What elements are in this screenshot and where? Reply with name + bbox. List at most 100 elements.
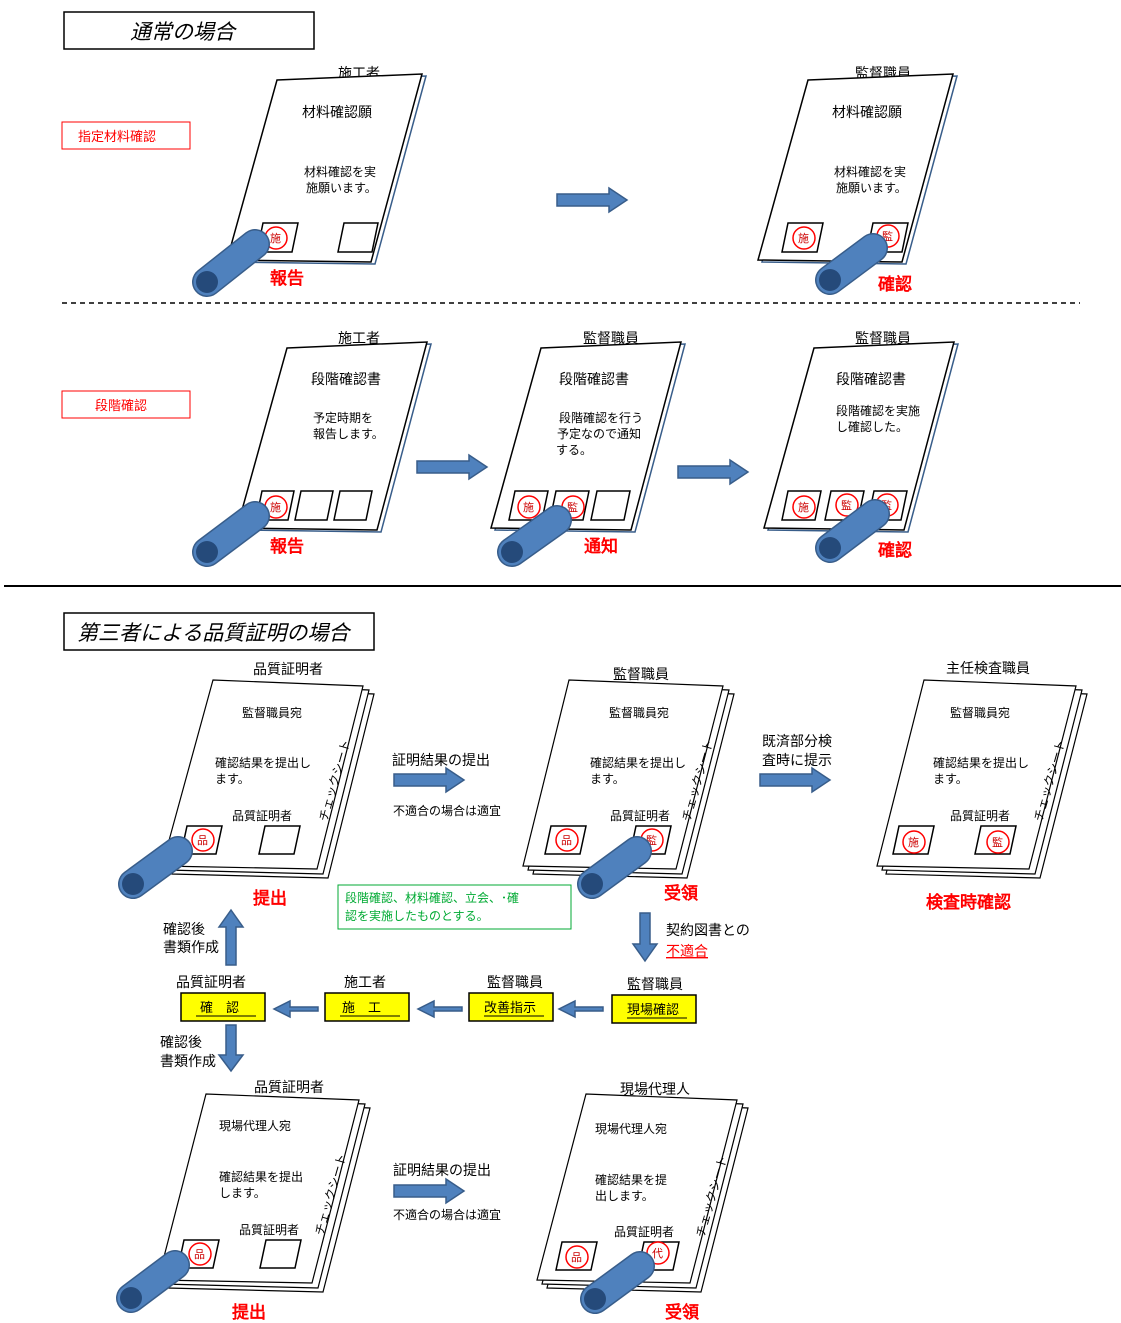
svg-text:ます。: ます。 [933, 772, 968, 786]
svg-text:証明結果の提出: 証明結果の提出 [393, 1163, 491, 1179]
material-doc-supervisor: 監督職員 材料確認願 材料確認を実 施願います。 施 監 確認 [757, 65, 958, 295]
svg-text:施願います。: 施願います。 [306, 181, 377, 195]
svg-text:します。: します。 [219, 1186, 266, 1200]
svg-text:予定なので通知: 予定なので通知 [557, 426, 641, 441]
action-inspection-confirm: 検査時確認 [926, 892, 1011, 913]
svg-text:施 工: 施 工 [342, 1001, 381, 1016]
role-supervisor: 監督職員 [487, 974, 543, 991]
stamp-contractor [902, 830, 926, 854]
pen-icon [192, 229, 270, 297]
process-construct-box: 施 工 [324, 992, 410, 1022]
action-receive: 受領 [664, 883, 699, 904]
role-certifier: 品質証明者 [253, 662, 323, 678]
svg-text:監: 監 [567, 500, 578, 514]
role-site-agent: 現場代理人 [620, 1082, 690, 1098]
flow-arrow [416, 454, 488, 480]
svg-text:既済部分検: 既済部分検 [762, 734, 832, 750]
action-notify: 通知 [584, 536, 618, 557]
svg-text:契約図書との: 契約図書との [666, 923, 750, 939]
svg-text:段階確認書: 段階確認書 [559, 372, 629, 388]
flow-arrow [677, 459, 749, 485]
svg-text:確認結果を提出: 確認結果を提出 [219, 1169, 303, 1184]
svg-text:材料確認願: 材料確認願 [832, 105, 902, 121]
label-material-check: 指定材料確認 [61, 121, 191, 150]
svg-text:書類作成: 書類作成 [163, 940, 219, 956]
svg-text:監: 監 [841, 498, 852, 512]
pen-icon [577, 836, 652, 899]
svg-text:確認結果を提出し: 確認結果を提出し [933, 755, 1029, 770]
svg-text:確 認: 確 認 [200, 1000, 239, 1016]
green-note-box: 段階確認、材料確認、立会、･確 認を実施したものとする。 [337, 884, 572, 930]
stamp-contractor [792, 226, 816, 250]
pen-icon [497, 505, 572, 567]
svg-text:改善指示: 改善指示 [484, 1000, 536, 1016]
svg-text:段階確認を実施: 段階確認を実施 [836, 403, 920, 418]
stamp-certifier [191, 828, 215, 852]
material-doc-contractor: 施工者 材料確認願 材料確認を実 施願います。 施 報告 [192, 66, 427, 297]
svg-text:段階確認を行う: 段階確認を行う [559, 410, 643, 425]
action-report: 報告 [270, 268, 304, 289]
role-chief-inspector: 主任検査職員 [946, 661, 1030, 677]
role-supervisor: 監督職員 [583, 330, 639, 347]
svg-text:現場代理人宛: 現場代理人宛 [595, 1121, 667, 1136]
svg-text:し確認した。: し確認した。 [836, 419, 908, 434]
flow-arrow [556, 187, 628, 213]
svg-text:確認後: 確認後 [163, 922, 205, 938]
svg-text:出します。: 出します。 [595, 1189, 654, 1203]
stamp-supervisor [986, 830, 1010, 854]
svg-text:品: 品 [194, 1248, 205, 1261]
svg-text:監: 監 [882, 229, 893, 243]
action-report: 報告 [270, 536, 304, 557]
svg-text:報告します。: 報告します。 [313, 427, 384, 441]
down-arrow [217, 1024, 245, 1073]
svg-text:監督職員宛: 監督職員宛 [609, 705, 669, 720]
role-supervisor: 監督職員 [855, 330, 911, 347]
svg-text:施: 施 [908, 836, 919, 849]
label-stage-check: 段階確認 [61, 390, 191, 419]
cert-doc-to-supervisor: 品質証明者 監督職員宛 確認結果を提出し ます。 品質証明者 チェックシート 品… [118, 662, 375, 909]
cert-doc-site-agent-received: 現場代理人 現場代理人宛 確認結果を提 出します。 品質証明者 チェックシート … [536, 1082, 749, 1323]
role-contractor: 施工者 [338, 331, 380, 347]
svg-text:材料確認を実: 材料確認を実 [304, 164, 376, 179]
stamp-supervisor [835, 493, 859, 517]
stage-doc-supervisor-confirm: 監督職員 段階確認書 段階確認を実施 し確認した。 施 監 監 確認 [763, 330, 959, 563]
svg-text:施願います。: 施願います。 [836, 181, 907, 195]
role-supervisor: 監督職員 [627, 976, 683, 993]
svg-text:査時に提示: 査時に提示 [762, 753, 832, 769]
svg-text:品質証明者: 品質証明者 [239, 1222, 299, 1237]
up-arrow [217, 908, 245, 966]
svg-text:材料確認を実: 材料確認を実 [834, 164, 906, 179]
pen-icon [580, 1251, 655, 1314]
svg-text:確認結果を提: 確認結果を提 [595, 1172, 667, 1187]
svg-text:する。: する。 [556, 443, 592, 457]
cert-doc-to-site-agent: 品質証明者 現場代理人宛 確認結果を提出 します。 品質証明者 チェックシート … [116, 1080, 371, 1323]
svg-text:書類作成: 書類作成 [160, 1054, 216, 1070]
stamp-contractor [517, 495, 541, 519]
svg-text:施: 施 [523, 501, 534, 514]
svg-text:不適合の場合は適宜: 不適合の場合は適宜 [393, 803, 501, 818]
cert-doc-chief-inspector: 主任検査職員 監督職員宛 確認結果を提出し ます。 品質証明者 チェックシート … [876, 661, 1088, 913]
pen-icon [815, 233, 888, 295]
action-receive: 受領 [665, 1302, 700, 1323]
svg-text:確認結果を提出し: 確認結果を提出し [215, 755, 311, 770]
stamp-certifier [188, 1242, 212, 1266]
section-title-third-party: 第三者による品質証明の場合 [77, 621, 351, 645]
stage-doc-contractor: 施工者 段階確認書 予定時期を 報告します。 施 報告 [192, 331, 432, 567]
third-party-section-title: 第三者による品質証明の場合 [63, 612, 375, 651]
down-arrow [631, 912, 659, 963]
svg-text:指定材料確認: 指定材料確認 [78, 129, 156, 145]
svg-text:認を実施したものとする。: 認を実施したものとする。 [345, 908, 489, 923]
normal-section-title: 通常の場合 [63, 11, 315, 50]
pen-icon [815, 499, 890, 563]
svg-text:監督職員宛: 監督職員宛 [242, 705, 302, 720]
role-certifier: 品質証明者 [176, 975, 246, 991]
role-supervisor: 監督職員 [613, 666, 669, 683]
stage-doc-supervisor-notify: 監督職員 段階確認書 段階確認を行う 予定なので通知 する。 施 監 通知 [490, 330, 686, 567]
pen-icon [116, 1250, 190, 1313]
left-arrow [557, 999, 604, 1019]
flow-arrow [393, 767, 465, 793]
action-submit: 提出 [232, 1302, 266, 1323]
pen-icon [118, 836, 193, 899]
svg-text:品質証明者: 品質証明者 [232, 808, 292, 823]
svg-text:ます。: ます。 [215, 772, 250, 786]
